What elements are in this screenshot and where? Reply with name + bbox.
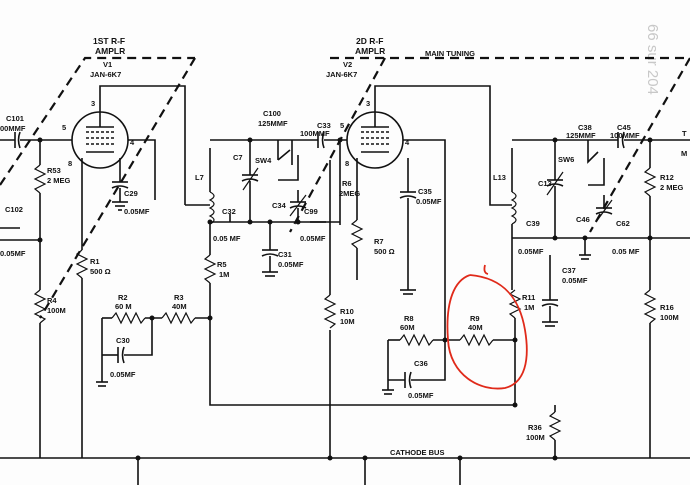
- c32-value: 0.05 MF: [213, 234, 241, 243]
- v2-pin-8: 8: [345, 159, 349, 168]
- c38-label: C38: [578, 123, 592, 132]
- wiring: [0, 85, 690, 485]
- shield-dashed-lines: [0, 56, 690, 319]
- sw4-label: SW4: [255, 156, 272, 165]
- c31-label: C31: [278, 250, 292, 259]
- r12-label: R12: [660, 173, 674, 182]
- main-tuning-label: MAIN TUNING: [425, 49, 475, 58]
- tube-v2: [346, 111, 404, 169]
- r36-label: R36: [528, 423, 542, 432]
- c39-label: C39: [526, 219, 540, 228]
- c36-value: 0.05MF: [408, 391, 434, 400]
- v2-pin-4: 4: [405, 138, 410, 147]
- c33-label: C33: [317, 121, 331, 130]
- c30-label: C30: [116, 336, 130, 345]
- v2-pin-5: 5: [340, 121, 344, 130]
- v2-function-label: AMPLR: [355, 46, 385, 56]
- r16-value: 100M: [660, 313, 679, 322]
- r1-value: 500 Ω: [90, 267, 111, 276]
- r9-value: 40M: [468, 323, 483, 332]
- edge-label-m: M: [681, 149, 687, 158]
- c35-label: C35: [418, 187, 432, 196]
- r5-value: 1M: [219, 270, 229, 279]
- c37-value: 0.05MF: [562, 276, 588, 285]
- c100-value: 125MMF: [258, 119, 288, 128]
- sw6-label: SW6: [558, 155, 574, 164]
- v1-pin-3: 3: [91, 99, 95, 108]
- r11-label: R11: [522, 293, 535, 302]
- r10-value: 10M: [340, 317, 355, 326]
- v1-pin-5: 5: [62, 123, 66, 132]
- c29-label: C29: [124, 189, 138, 198]
- v1-id-label: V1: [103, 60, 112, 69]
- c62-value: 0.05 MF: [612, 247, 640, 256]
- r16-label: R16: [660, 303, 674, 312]
- c34-label: C34: [272, 201, 287, 210]
- c29-value: 0.05MF: [124, 207, 150, 216]
- c99-label: C99: [304, 207, 318, 216]
- c33-value: 100MMF: [300, 129, 330, 138]
- r7-value: 500 Ω: [374, 247, 395, 256]
- v1-stage-label: 1ST R-F: [93, 36, 125, 46]
- l7-label: L7: [195, 173, 204, 182]
- c35-value: 0.05MF: [416, 197, 442, 206]
- c45-label: C45: [617, 123, 631, 132]
- c30-value: 0.05MF: [110, 370, 136, 379]
- c101-label: C101: [6, 114, 24, 123]
- r3-label: R3: [174, 293, 184, 302]
- c32-label: C32: [222, 207, 236, 216]
- r4-label: R4: [47, 296, 57, 305]
- r3-value: 40M: [172, 302, 187, 311]
- v2-stage-label: 2D R-F: [356, 36, 383, 46]
- c7-label: C7: [233, 153, 243, 162]
- c102-label: C102: [5, 205, 23, 214]
- r1-label: R1: [90, 257, 100, 266]
- c101-value: 00MMF: [0, 124, 26, 133]
- c39-value: 0.05MF: [518, 247, 544, 256]
- edge-label-t: T: [682, 129, 687, 138]
- c36-label: C36: [414, 359, 428, 368]
- r2-label: R2: [118, 293, 128, 302]
- v2-pin-3: 3: [366, 99, 370, 108]
- c37-label: C37: [562, 266, 576, 275]
- r53-label: R53: [47, 166, 61, 175]
- labels: 1ST R-F AMPLR V1 JAN-6K7 2D R-F AMPLR V2…: [0, 36, 687, 457]
- r7-label: R7: [374, 237, 384, 246]
- r2-value: 60 M: [115, 302, 132, 311]
- r53-value: 2 MEG: [47, 176, 71, 185]
- r5-label: R5: [217, 260, 227, 269]
- r12-value: 2 MEG: [660, 183, 684, 192]
- l13-label: L13: [493, 173, 506, 182]
- r8-label: R8: [404, 314, 414, 323]
- c13-label: C13: [538, 179, 552, 188]
- cathode-bus-label: CATHODE BUS: [390, 448, 444, 457]
- c38-value: 125MMF: [566, 131, 596, 140]
- c46-label: C46: [576, 215, 590, 224]
- v2-id-label: V2: [343, 60, 352, 69]
- c100-label: C100: [263, 109, 281, 118]
- r6-label: R6: [342, 179, 352, 188]
- r8-value: 60M: [400, 323, 415, 332]
- c31-value: 0.05MF: [278, 260, 304, 269]
- junction-dots: [37, 137, 653, 461]
- c99-value: 0.05MF: [300, 234, 326, 243]
- r10-label: R10: [340, 307, 354, 316]
- r6-value: 2MEG: [339, 189, 360, 198]
- c102-value: 0.05MF: [0, 249, 26, 258]
- r4-value: 100M: [47, 306, 66, 315]
- v2-type-label: JAN-6K7: [326, 70, 357, 79]
- v1-type-label: JAN-6K7: [90, 70, 121, 79]
- r9-label: R9: [470, 314, 480, 323]
- v1-pin-4: 4: [130, 138, 135, 147]
- red-annotation-circle: [446, 264, 528, 390]
- v1-pin-8: 8: [68, 159, 72, 168]
- v1-function-label: AMPLR: [95, 46, 125, 56]
- page-counter-watermark: 66 sur 204: [644, 24, 661, 95]
- r11-value: 1M: [524, 303, 534, 312]
- r36-value: 100M: [526, 433, 545, 442]
- c62-label: C62: [616, 219, 630, 228]
- c45-value: 100MMF: [610, 131, 640, 140]
